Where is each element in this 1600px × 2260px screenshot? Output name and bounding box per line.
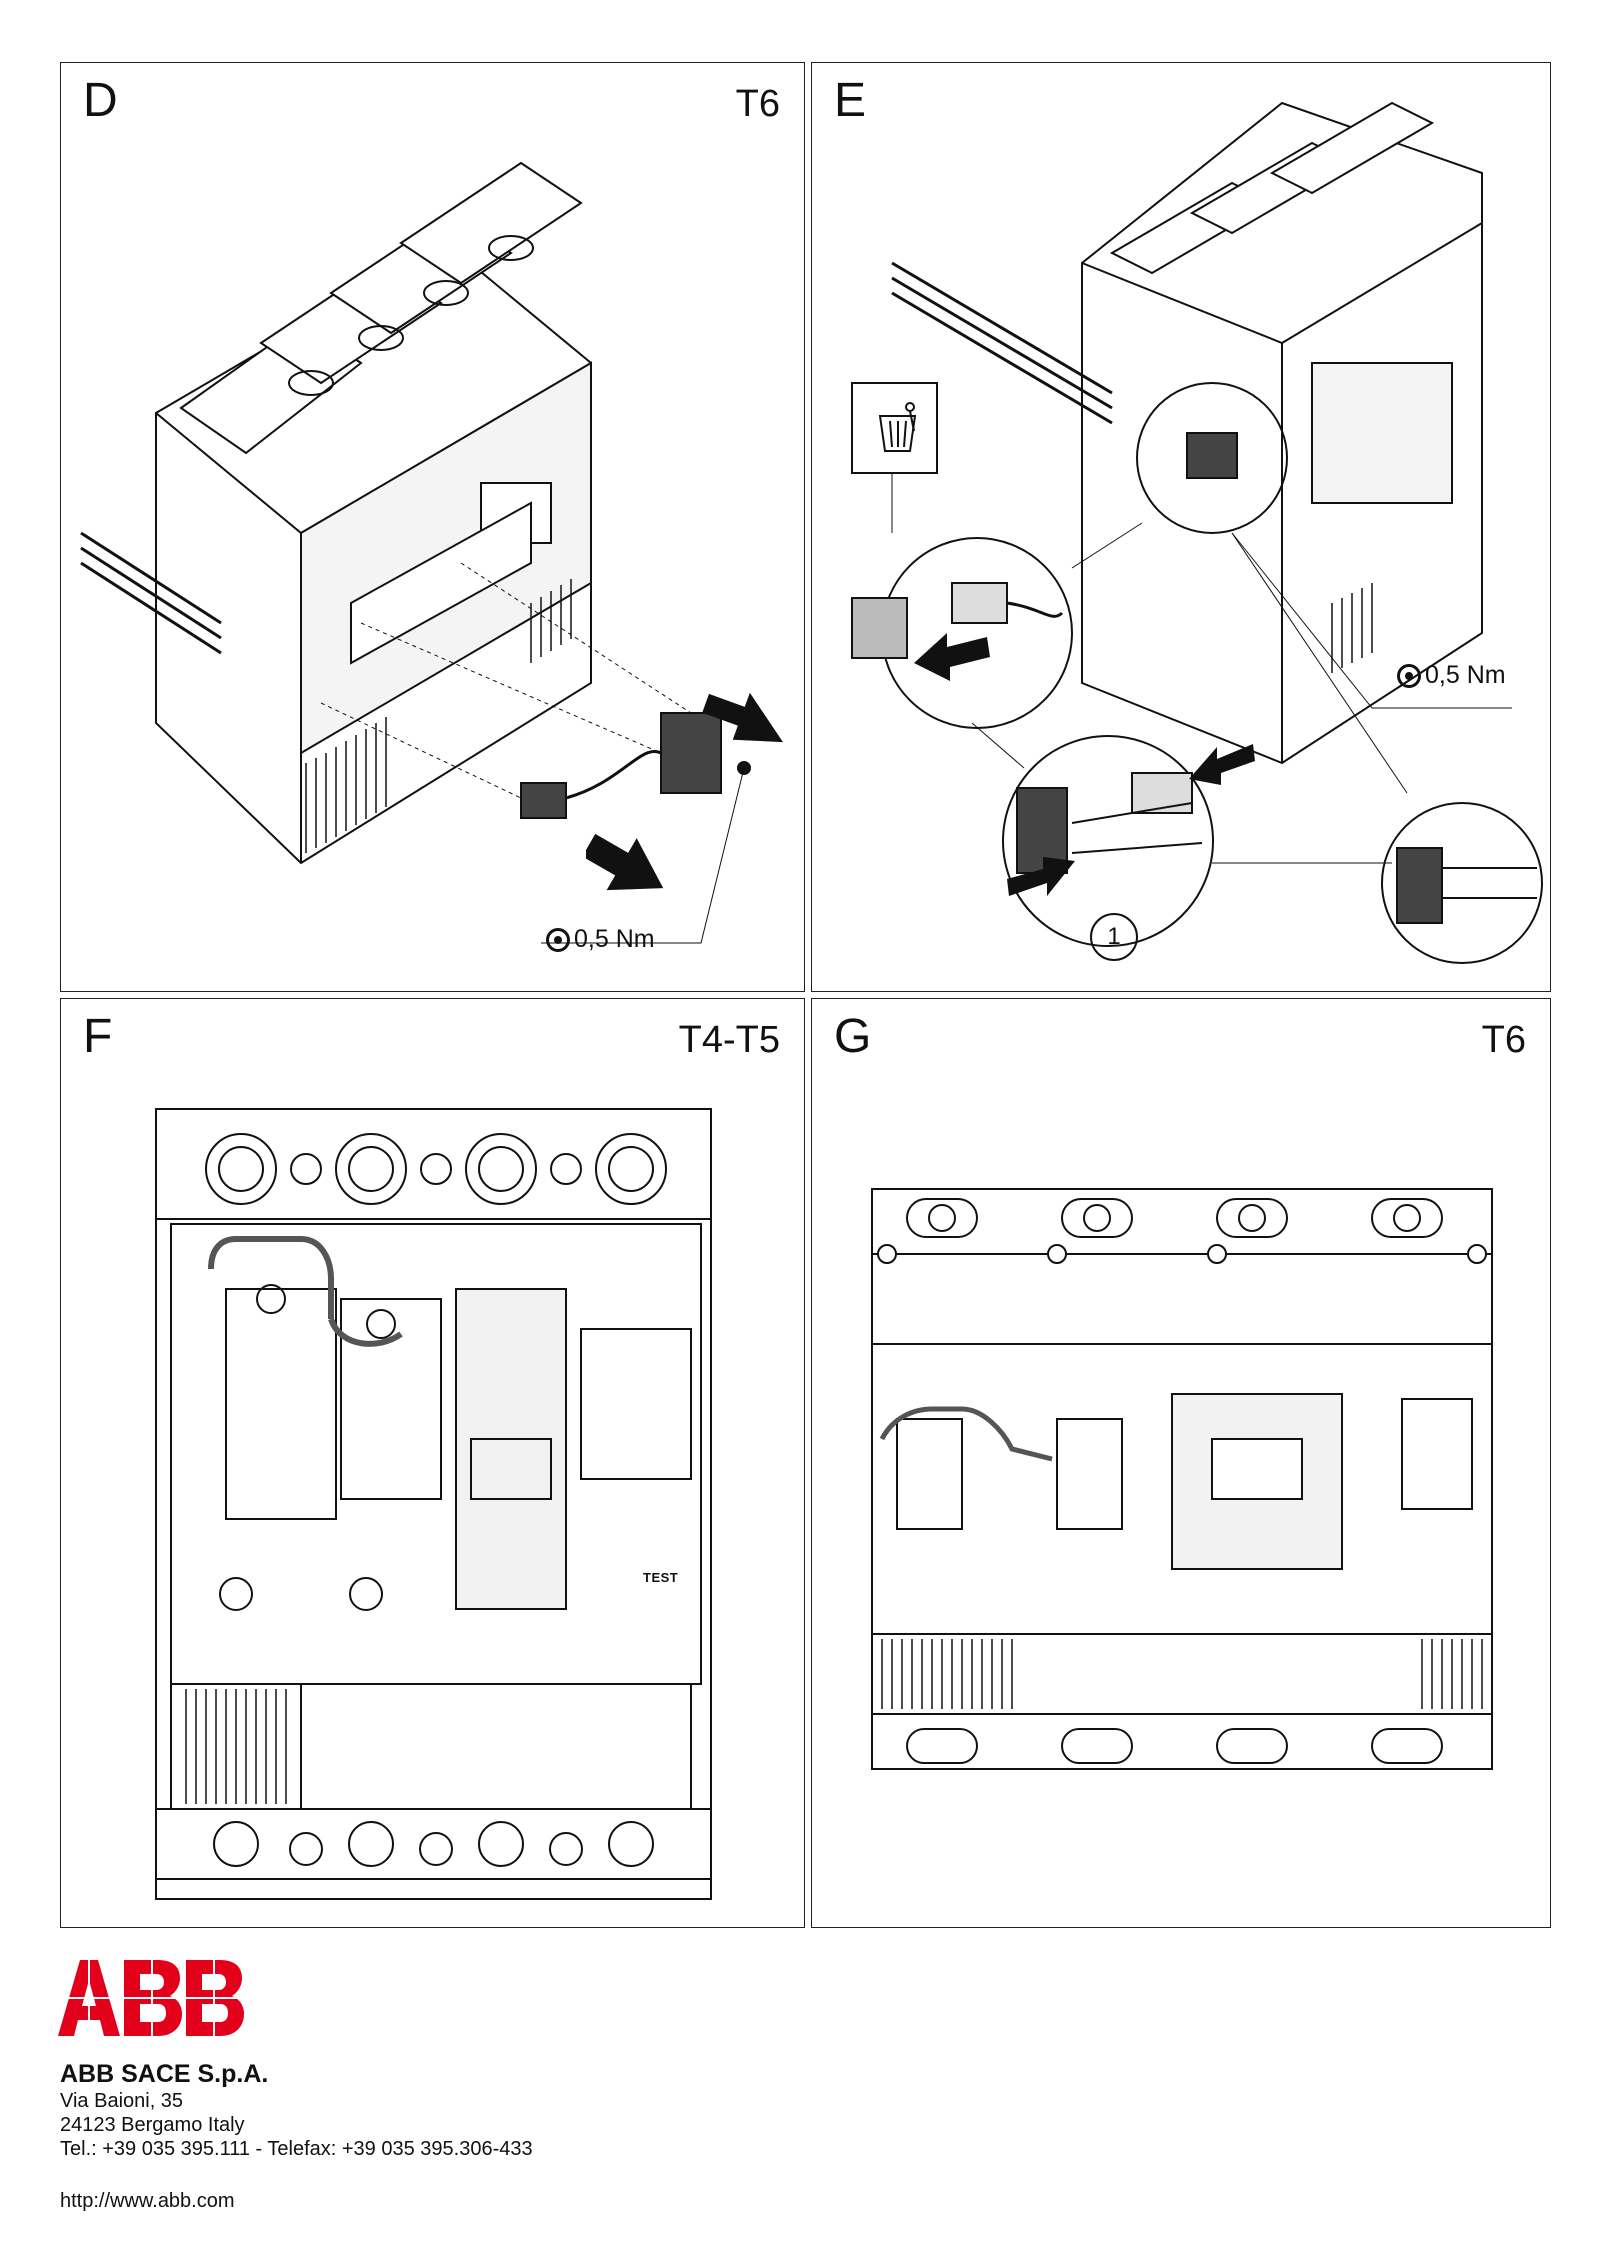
panel-f: F T4-T5 [60,998,805,1928]
panel-model: T6 [735,83,780,125]
trash-bin-icon [878,402,917,452]
test-button-label: TEST [643,1570,679,1585]
panel-letter: G [834,1010,872,1063]
panel-model: T4-T5 [678,1019,780,1061]
callout-number: 1 [1090,913,1138,961]
panel-model: T6 [1481,1019,1526,1061]
torque-icon [546,927,570,952]
arrow-icon [1007,857,1075,896]
arrow-icon [914,633,990,681]
panel-letter: F [83,1010,113,1063]
breaker-isometric-drawing [80,161,751,944]
arrow-icon [586,833,664,891]
arrow-icon [1189,744,1255,785]
torque-value: 0,5 Nm [574,925,655,953]
breaker-front-view-drawing [871,1188,1493,1770]
torque-value: 0,5 Nm [1425,661,1506,689]
panel-letter: E [834,74,867,127]
phone-fax: Tel.: +39 035 395.111 - Telefax: +39 035… [60,2138,533,2160]
breaker-detail-drawing [851,101,1543,964]
website-link[interactable]: http://www.abb.com [60,2190,235,2212]
abb-logo [58,1958,248,2038]
torque-spec: 0,5 Nm [1397,661,1506,690]
panel-g: G T6 [811,998,1551,1928]
address-line-1: Via Baioni, 35 [60,2090,184,2112]
breaker-front-view-drawing [155,1108,712,1900]
torque-spec: 0,5 Nm [546,925,655,954]
panel-letter: D [83,74,118,127]
panel-e: E [811,62,1551,992]
company-name: ABB SACE S.p.A. [60,2060,269,2088]
panel-d: D T6 [60,62,805,992]
address-line-2: 24123 Bergamo Italy [60,2114,245,2136]
torque-icon [1397,663,1421,688]
arrow-icon [702,692,783,743]
